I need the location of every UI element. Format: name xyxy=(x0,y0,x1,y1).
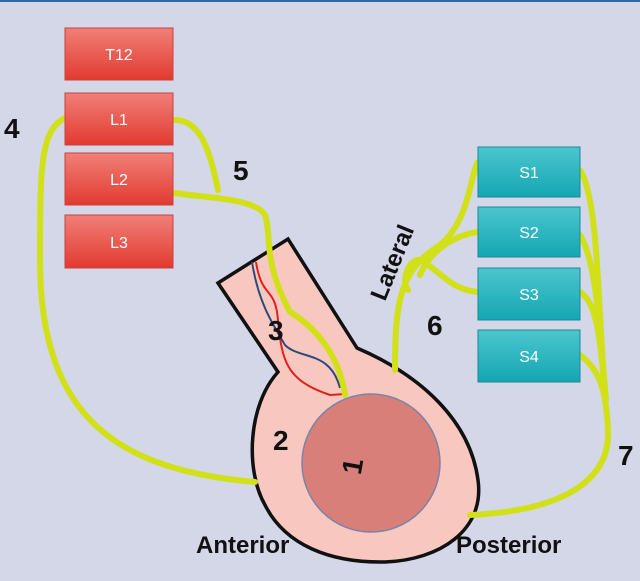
label-3: 3 xyxy=(268,315,284,346)
svg-text:S1: S1 xyxy=(519,165,539,182)
svg-text:L2: L2 xyxy=(110,172,128,189)
label-anterior: Anterior xyxy=(196,532,289,559)
nerve-7 xyxy=(467,167,612,518)
sacral-segment-s2: S2 xyxy=(477,206,581,258)
label-4: 4 xyxy=(4,113,20,144)
blood-vessel-blue xyxy=(251,261,341,389)
label-posterior: Posterior xyxy=(456,532,561,559)
label-6: 6 xyxy=(427,310,443,341)
top-border xyxy=(0,0,640,2)
svg-text:S4: S4 xyxy=(519,349,539,366)
nerve-4 xyxy=(36,115,258,485)
lumbar-segment-l1: L1 xyxy=(64,92,174,146)
svg-text:T12: T12 xyxy=(105,47,133,64)
svg-text:L1: L1 xyxy=(110,112,128,129)
lumbar-segment-t12: T12 xyxy=(64,27,174,81)
svg-text:S2: S2 xyxy=(519,225,539,242)
lumbar-segment-l2: L2 xyxy=(64,152,174,206)
svg-text:S3: S3 xyxy=(519,287,539,304)
bladder-lumen xyxy=(301,393,441,533)
label-1: 1 xyxy=(336,456,369,477)
label-2: 2 xyxy=(273,425,289,456)
blood-vessel-red xyxy=(255,261,346,397)
nerve-5 xyxy=(172,117,348,398)
label-7: 7 xyxy=(618,440,634,471)
sacral-segment-s3: S3 xyxy=(477,267,581,321)
svg-text:L3: L3 xyxy=(110,235,128,252)
lumbar-segment-l3: L3 xyxy=(64,214,174,269)
sacral-segment-s4: S4 xyxy=(477,329,581,383)
sacral-segment-s1: S1 xyxy=(477,146,581,198)
nerve-6 xyxy=(392,159,481,373)
label-5: 5 xyxy=(233,155,249,186)
